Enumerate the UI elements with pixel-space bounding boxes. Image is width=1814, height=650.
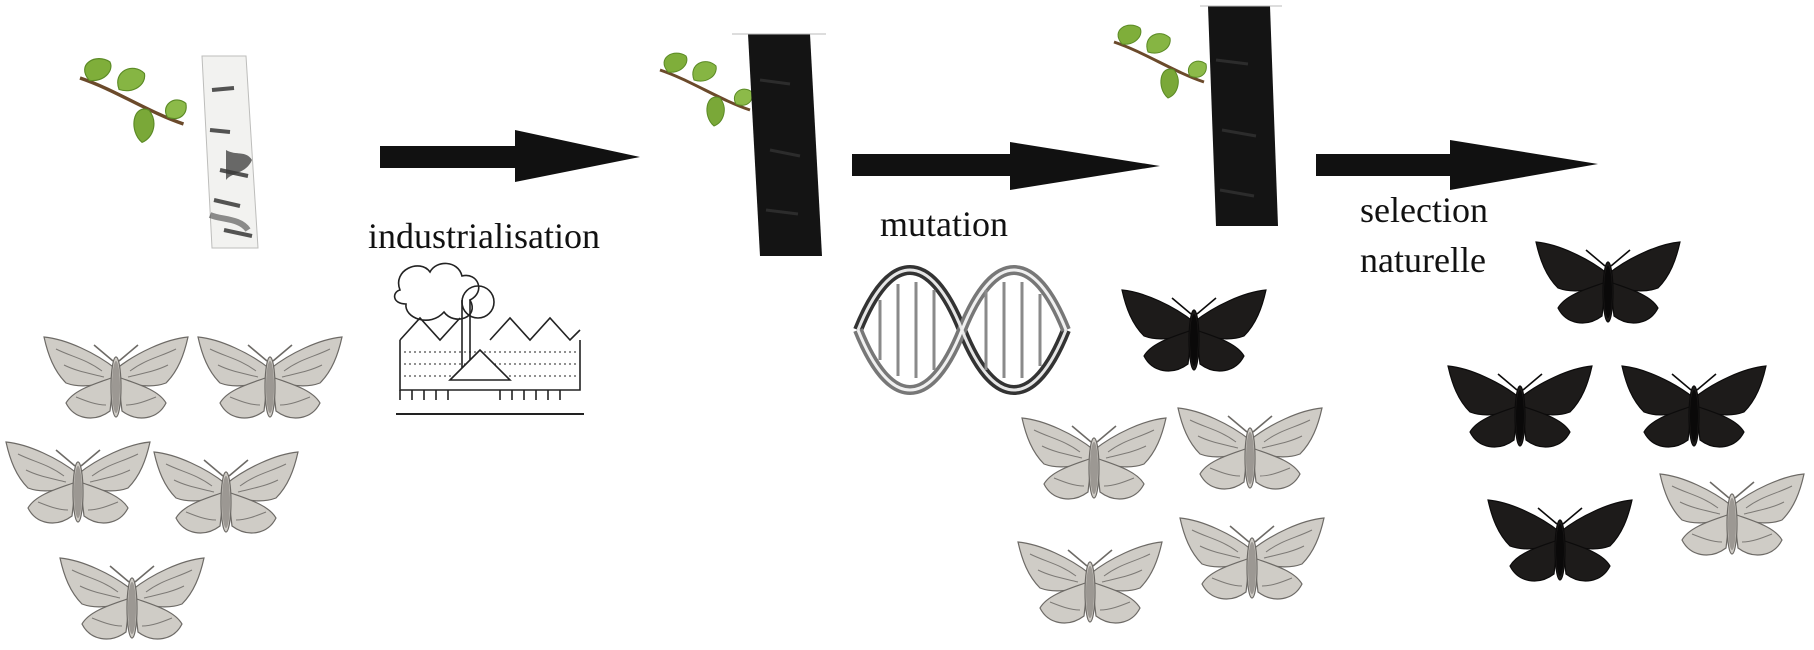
dark-trunk-icon	[660, 34, 826, 256]
arrow-icon	[852, 142, 1160, 190]
moth-icon	[6, 442, 150, 523]
moth-icon	[1178, 408, 1322, 489]
moth-icon	[1488, 500, 1632, 581]
dna-helix-icon	[858, 270, 1066, 390]
moth-icon	[1536, 242, 1680, 323]
moth-icon	[1448, 366, 1592, 447]
arrow-icon	[1316, 140, 1598, 190]
step-label-selection: selection	[1360, 190, 1488, 230]
moth-icon	[1122, 290, 1266, 371]
moth-icon	[1022, 418, 1166, 499]
moth-icon	[1622, 366, 1766, 447]
dark-trunk-icon	[1114, 6, 1282, 226]
moth-icon	[60, 558, 204, 639]
step-label-mutation: mutation	[880, 204, 1008, 244]
moth-population-3	[1448, 242, 1804, 581]
factory-icon	[395, 263, 584, 414]
arrow-icon	[380, 130, 640, 182]
moth-icon	[154, 452, 298, 533]
moth-icon	[198, 337, 342, 418]
birch-trunk-icon	[80, 56, 258, 248]
moth-icon	[1018, 542, 1162, 623]
moth-icon	[1180, 518, 1324, 599]
moth-icon	[44, 337, 188, 418]
moth-population-1	[6, 337, 342, 639]
step-label-industrialisation: industrialisation	[368, 216, 600, 256]
moth-icon	[1660, 474, 1804, 555]
step-label-naturelle: naturelle	[1360, 240, 1486, 280]
